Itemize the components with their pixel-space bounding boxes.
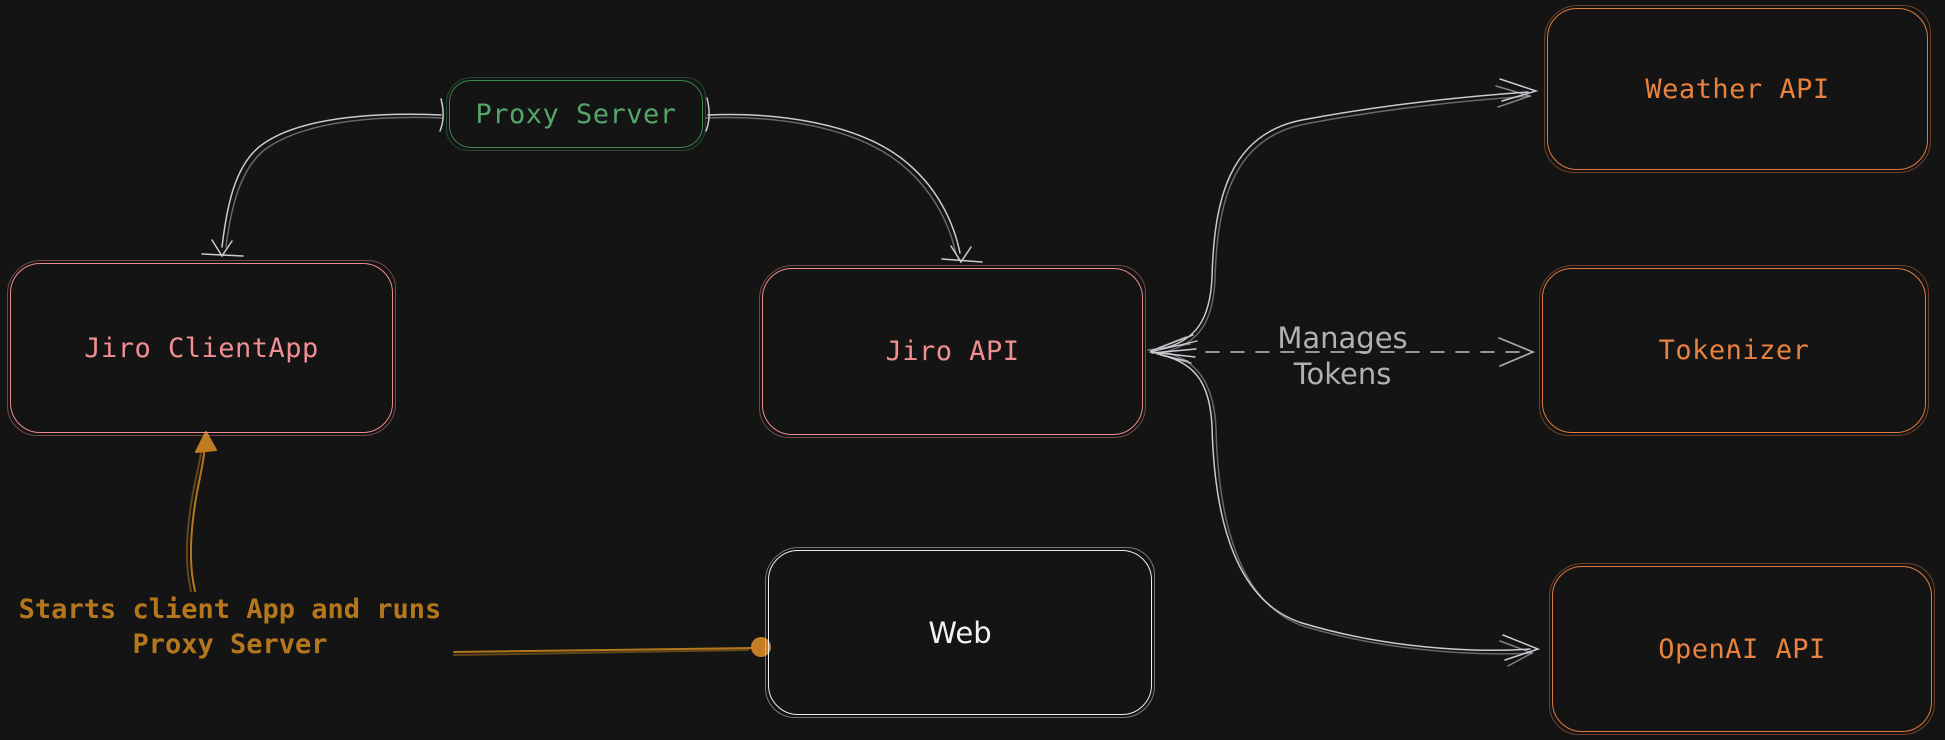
node-openai-api[interactable]: OpenAI API (1549, 563, 1935, 735)
node-label: Tokenizer (1658, 335, 1810, 366)
node-label: Proxy Server (475, 98, 677, 130)
arrowhead-right-icon (1502, 634, 1541, 661)
node-jiro-api[interactable]: Jiro API (759, 265, 1146, 438)
node-weather-api[interactable]: Weather API (1544, 5, 1931, 173)
node-tokenizer[interactable]: Tokenizer (1539, 265, 1929, 436)
edge-annotation-jiroclientapp[interactable] (185, 431, 217, 592)
edge-jiroapi-openaiapi[interactable] (1160, 351, 1541, 667)
edge-proxyserver-jiroclientapp[interactable] (201, 98, 444, 258)
node-proxy-server[interactable]: Proxy Server (446, 77, 706, 151)
node-label: OpenAI API (1658, 633, 1826, 665)
arrowhead-left-scribble-icon (1147, 334, 1198, 364)
arrowhead-right-icon (1499, 640, 1534, 667)
node-jiro-clientapp[interactable]: Jiro ClientApp (7, 260, 396, 436)
node-label: Jiro API (885, 336, 1020, 367)
arrow-down-icon (950, 245, 972, 264)
node-web[interactable]: Web (765, 547, 1155, 718)
node-label: Weather API (1645, 73, 1830, 105)
bar-cap (439, 98, 444, 132)
arrowhead-right-icon (1499, 78, 1539, 102)
arrow-down-icon (211, 239, 233, 258)
edge-jiroapi-tokenizer[interactable] (1205, 337, 1536, 367)
arrowhead-right-icon (1498, 337, 1536, 367)
annotation-starts-client-app[interactable]: Starts client App and runs Proxy Server (18, 594, 442, 660)
node-label: Web (928, 615, 992, 650)
arrow-crossbar (201, 253, 244, 257)
edge-label-manages-tokens[interactable]: Manages Tokens (1277, 321, 1408, 391)
edge-annotation-web[interactable] (453, 637, 771, 657)
arrowhead-right-icon (1495, 85, 1533, 108)
bar-cap (705, 97, 710, 132)
edge-proxyserver-jiroapi[interactable] (705, 97, 983, 264)
arrow-crossbar (941, 258, 983, 263)
dot-cap-icon (751, 637, 771, 657)
arrowhead-up-icon (195, 431, 217, 453)
edge-jiroapi-weatherapi[interactable] (1160, 78, 1539, 353)
node-label: Jiro ClientApp (84, 332, 319, 364)
